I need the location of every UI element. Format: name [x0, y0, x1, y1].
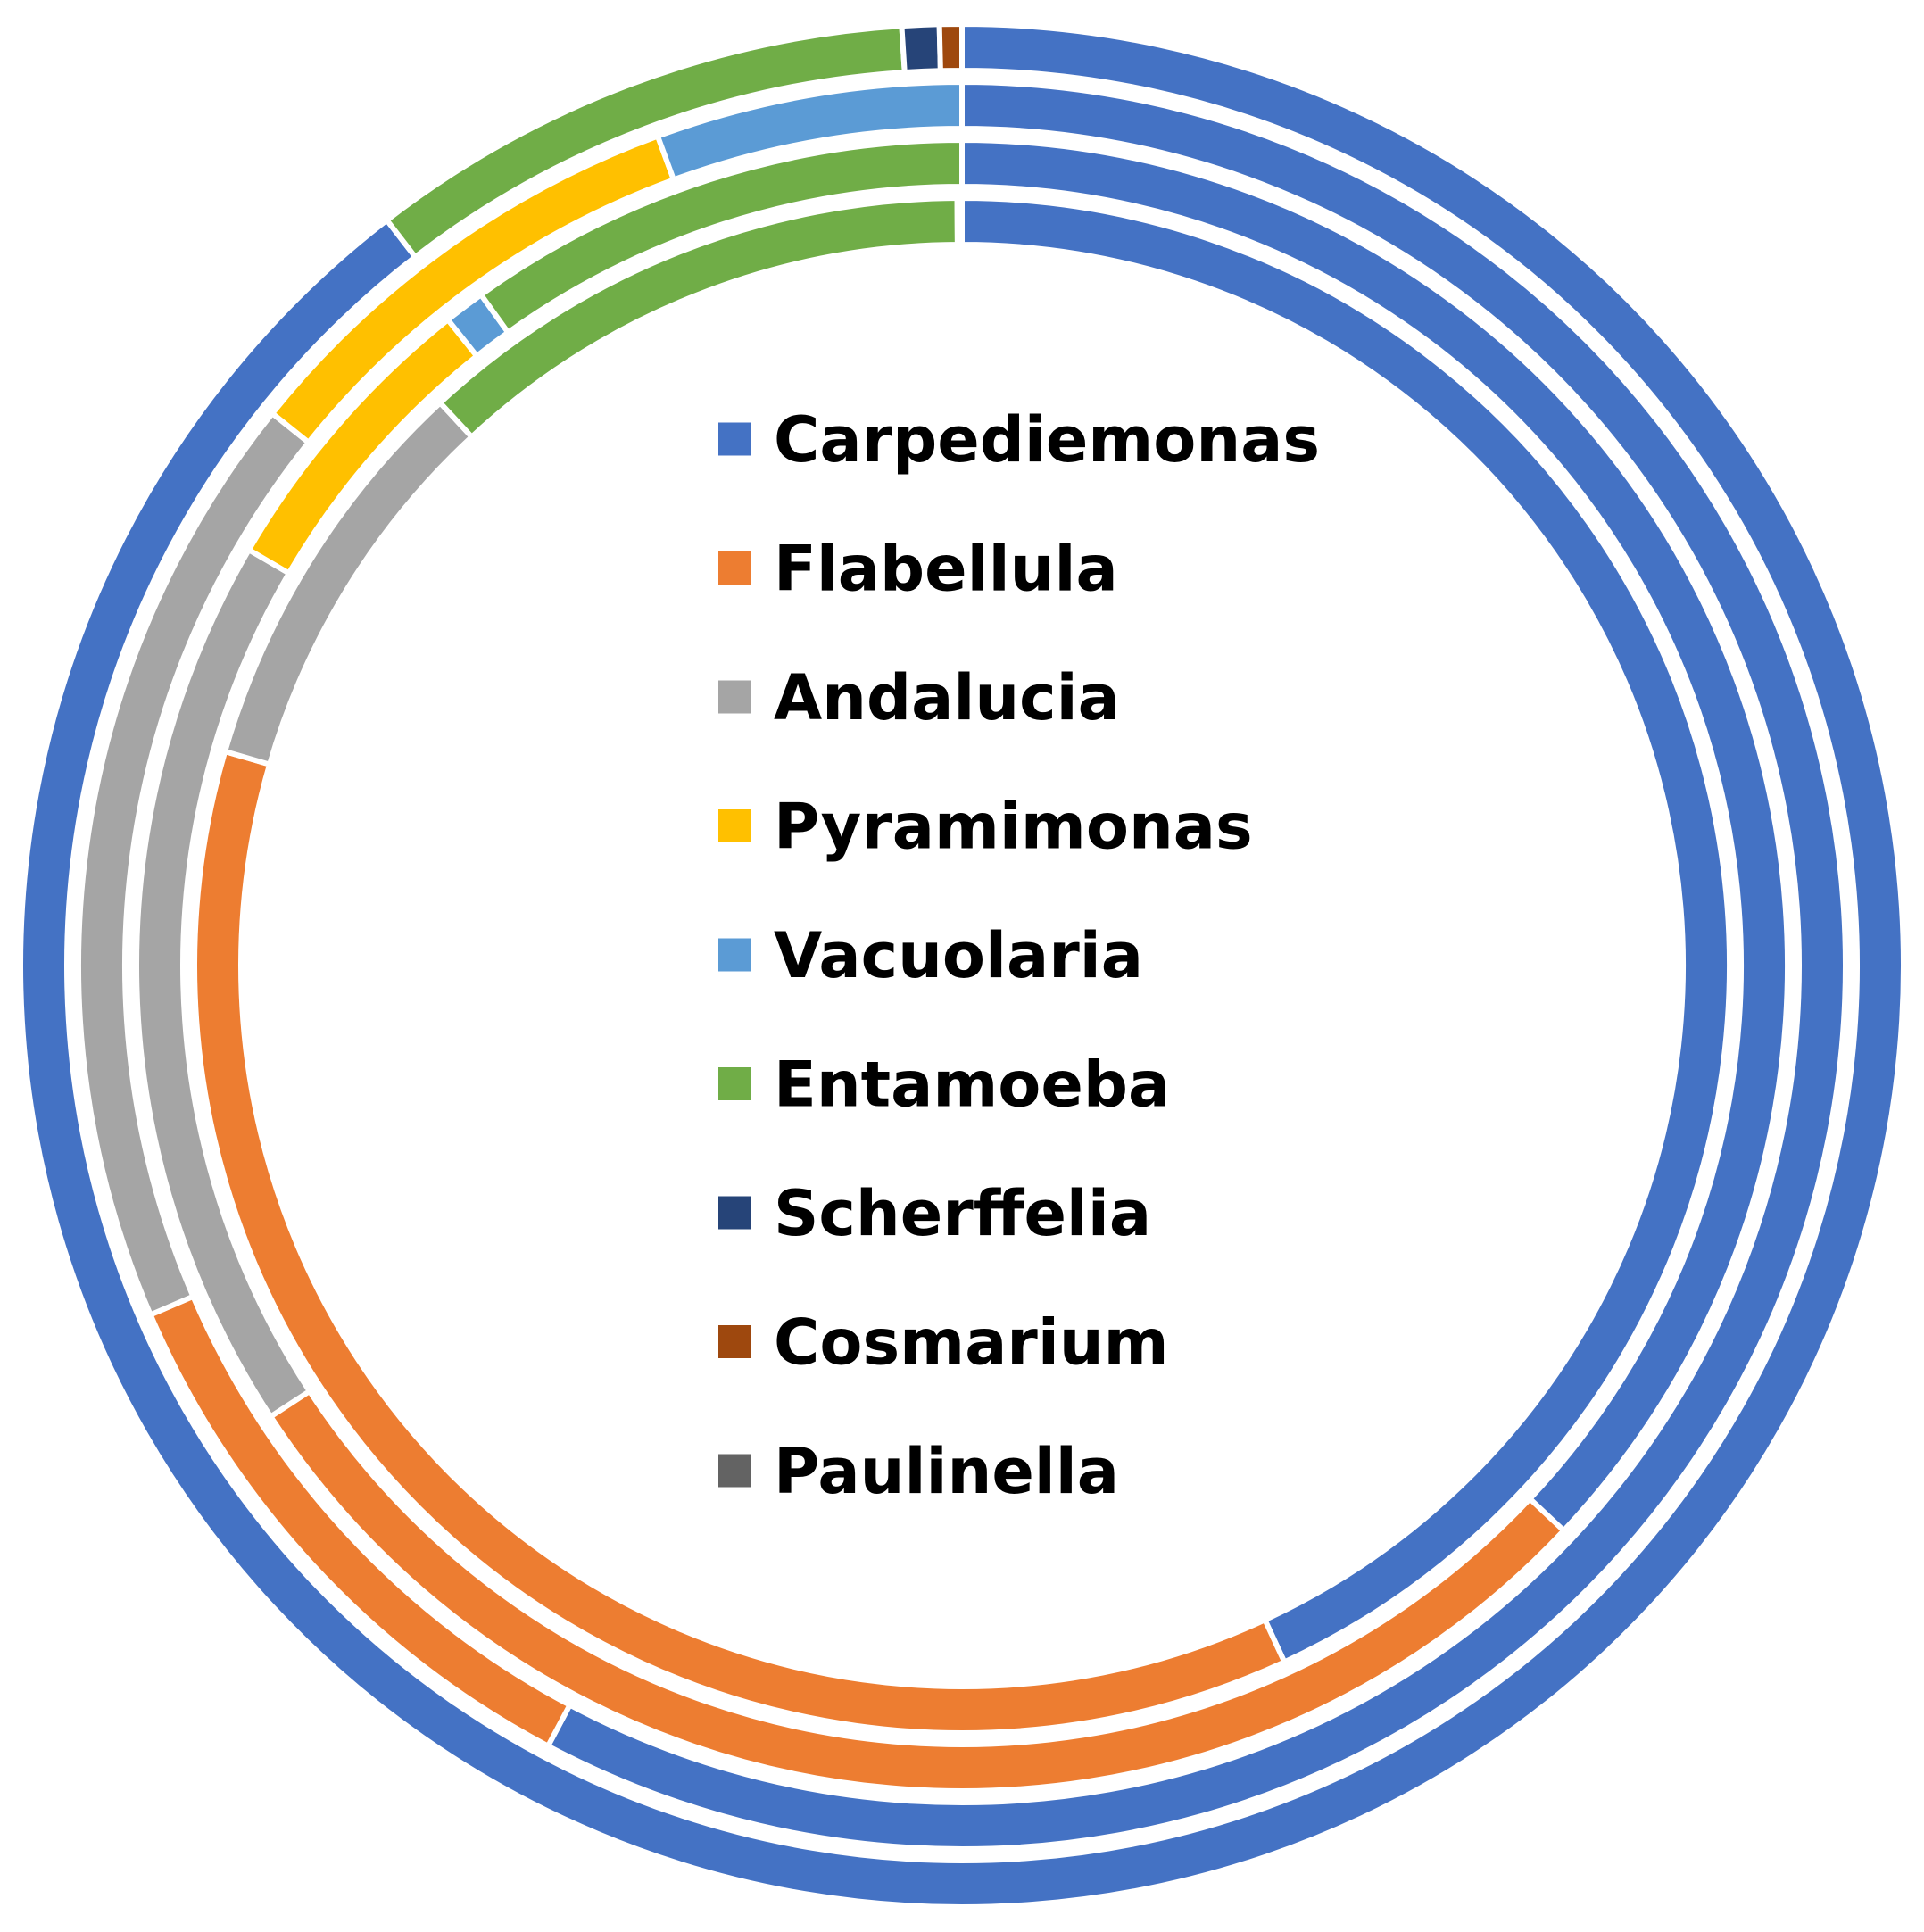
ring-1-segment-scherffelia — [899, 21, 943, 76]
ring-2-segment-vacuolaria — [654, 79, 965, 184]
legend-label: Andalucia — [774, 661, 1120, 734]
legend-label: Vacuolaria — [774, 919, 1143, 992]
legend-item-andalucia: Andalucia — [718, 661, 1120, 734]
ring-4-segment-scherffelia — [954, 195, 965, 248]
legend-label: Pyramimonas — [774, 791, 1253, 864]
legend-item-cosmarium: Cosmarium — [718, 1306, 1169, 1380]
chart-rings — [18, 21, 1906, 1910]
ring-1-segment-cosmarium — [936, 21, 965, 74]
legend-swatch-cosmarium — [718, 1325, 751, 1358]
legend-label: Scherffelia — [774, 1177, 1151, 1250]
legend-label: Entamoeba — [774, 1049, 1170, 1122]
legend-item-entamoeba: Entamoeba — [718, 1049, 1170, 1122]
legend-swatch-andalucia — [718, 680, 751, 714]
legend-swatch-scherffelia — [718, 1196, 751, 1230]
legend-label: Carpediemonas — [774, 403, 1320, 477]
legend-swatch-carpediemonas — [718, 422, 751, 456]
legend-label: Cosmarium — [774, 1306, 1169, 1380]
legend-label: Paulinella — [774, 1435, 1119, 1508]
legend-swatch-entamoeba — [718, 1067, 751, 1100]
legend-item-carpediemonas: Carpediemonas — [718, 403, 1320, 477]
legend-item-flabellula: Flabellula — [718, 533, 1118, 606]
legend-item-paulinella: Paulinella — [718, 1435, 1119, 1508]
legend-item-scherffelia: Scherffelia — [718, 1177, 1151, 1250]
legend-item-pyramimonas: Pyramimonas — [718, 791, 1253, 864]
legend-label: Flabellula — [774, 533, 1118, 606]
ring-2-segment-carpediemonas — [544, 79, 1848, 1852]
chart-legend: CarpediemonasFlabellulaAndaluciaPyramimo… — [718, 403, 1320, 1508]
legend-item-vacuolaria: Vacuolaria — [718, 919, 1143, 992]
legend-swatch-flabellula — [718, 551, 751, 585]
legend-swatch-paulinella — [718, 1454, 751, 1488]
legend-swatch-pyramimonas — [718, 809, 751, 842]
legend-swatch-vacuolaria — [718, 938, 751, 972]
ring-3-segment-entamoeba — [477, 137, 965, 336]
